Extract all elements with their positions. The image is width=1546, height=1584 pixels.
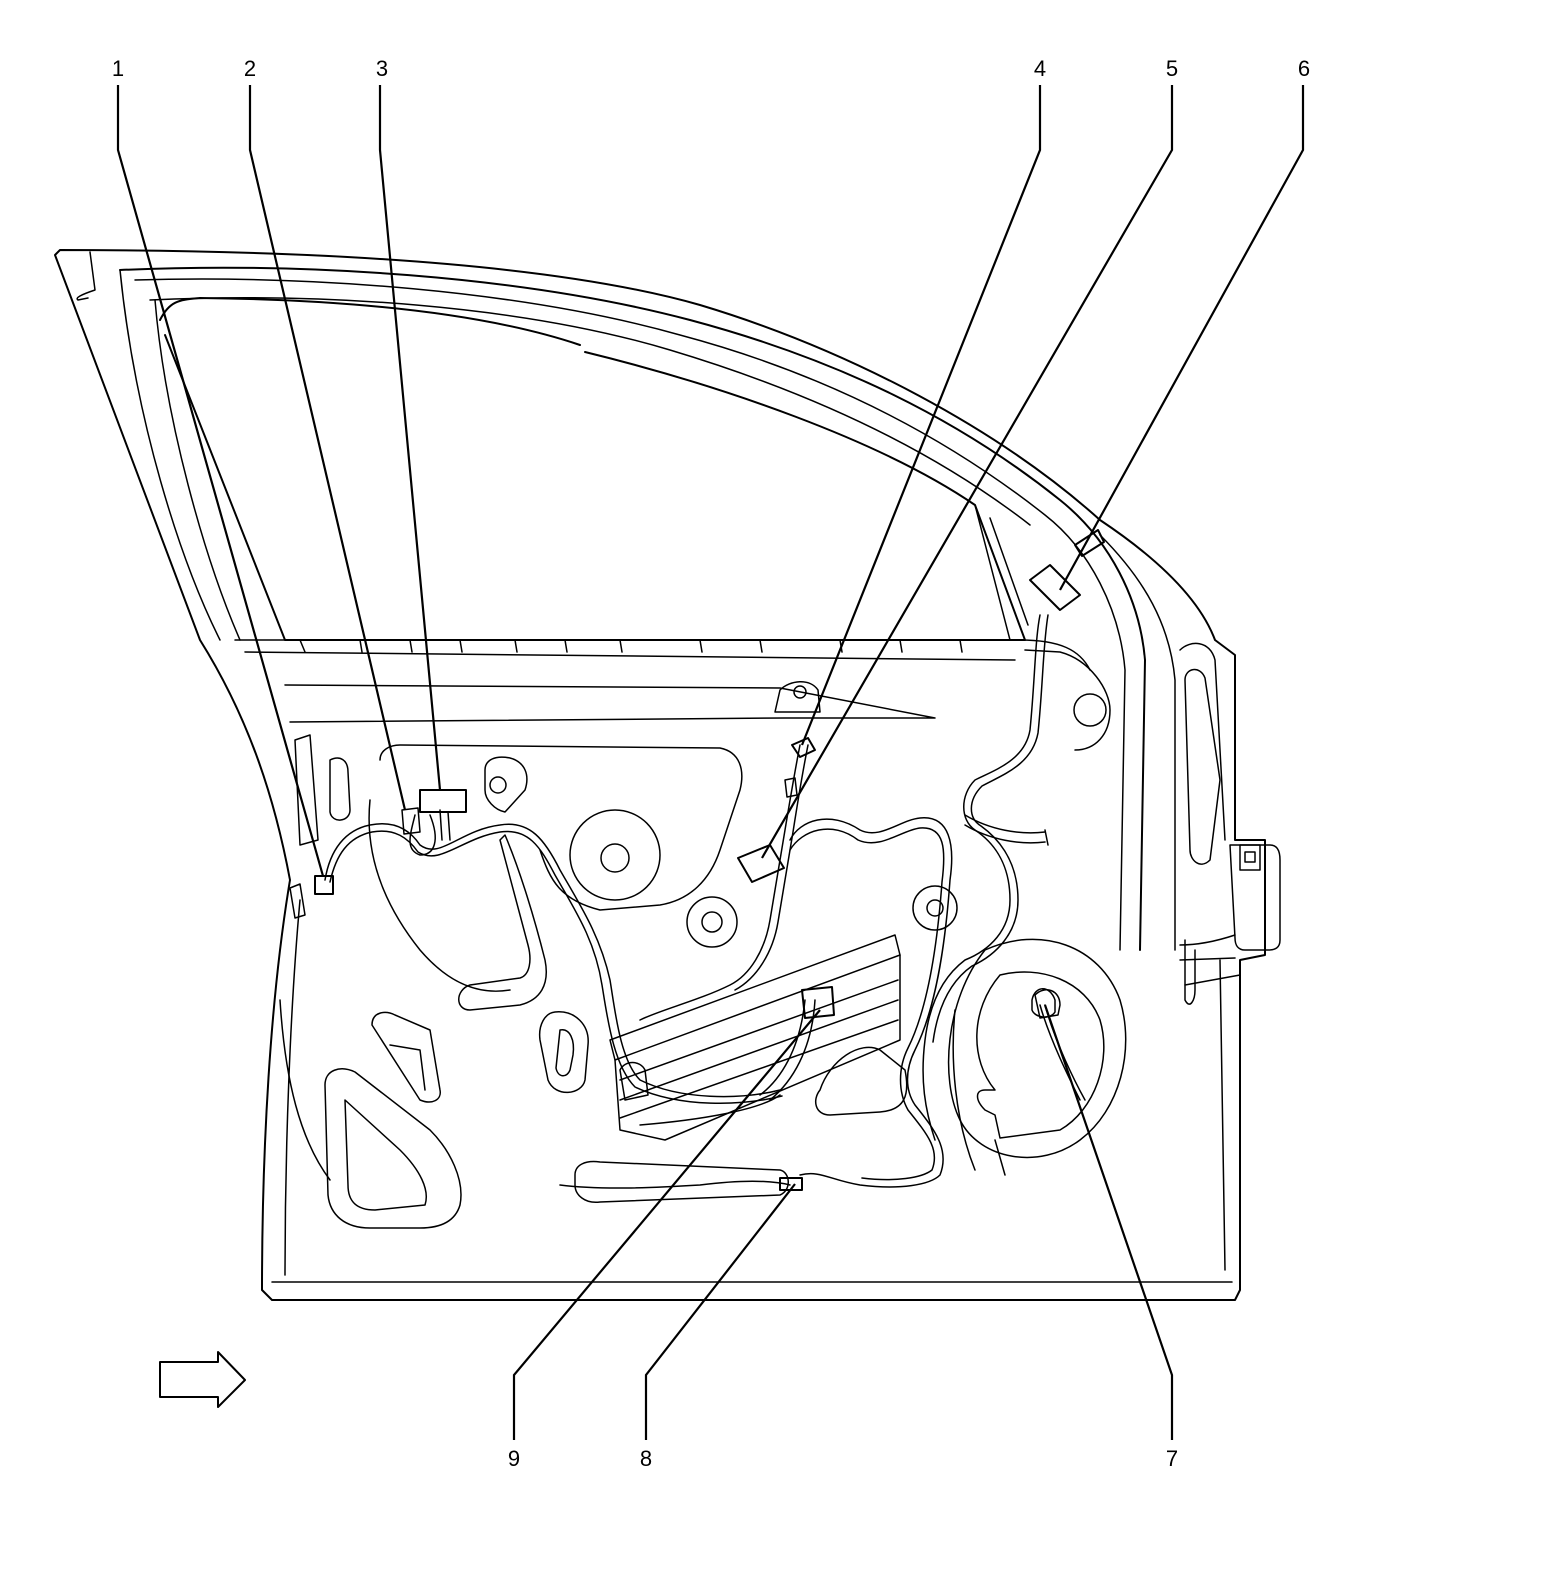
callout-9: 9 — [508, 1446, 520, 1471]
callout-4: 4 — [1034, 56, 1046, 81]
connector-4 — [791, 737, 816, 758]
callout-7: 7 — [1166, 1446, 1178, 1471]
callout-5: 5 — [1166, 56, 1178, 81]
door-speaker — [947, 938, 1127, 1176]
harness-connectors — [314, 529, 1105, 1191]
belt-line-reinforcement — [234, 639, 1111, 751]
connector-7 — [1034, 989, 1061, 1019]
door-latch-housing — [1179, 642, 1281, 1005]
connector-9 — [801, 986, 835, 1019]
hinge-side-pillar — [279, 883, 331, 1181]
callout-leader-lines — [116, 85, 1305, 1440]
window-frame — [119, 266, 1176, 951]
callout-1: 1 — [112, 56, 124, 81]
connector-3 — [419, 789, 467, 813]
wiring-harness — [324, 614, 1086, 1189]
front-direction-arrow-icon — [159, 1351, 246, 1408]
callout-8: 8 — [640, 1446, 652, 1471]
connector-1 — [314, 875, 334, 895]
window-regulator — [609, 934, 908, 1141]
connector-2 — [401, 807, 421, 835]
callout-labels-top: 1 2 3 4 5 6 — [112, 56, 1310, 81]
connector-6b — [1074, 529, 1105, 557]
callout-2: 2 — [244, 56, 256, 81]
sensor-clip — [784, 777, 798, 798]
callout-3: 3 — [376, 56, 388, 81]
callout-6: 6 — [1298, 56, 1310, 81]
connector-6a — [1029, 564, 1081, 611]
door-outer-shell — [54, 249, 1266, 1301]
connector-5 — [737, 844, 785, 883]
callout-labels-bottom: 9 8 7 — [508, 1446, 1178, 1471]
inner-panel-cutouts — [294, 734, 958, 1229]
